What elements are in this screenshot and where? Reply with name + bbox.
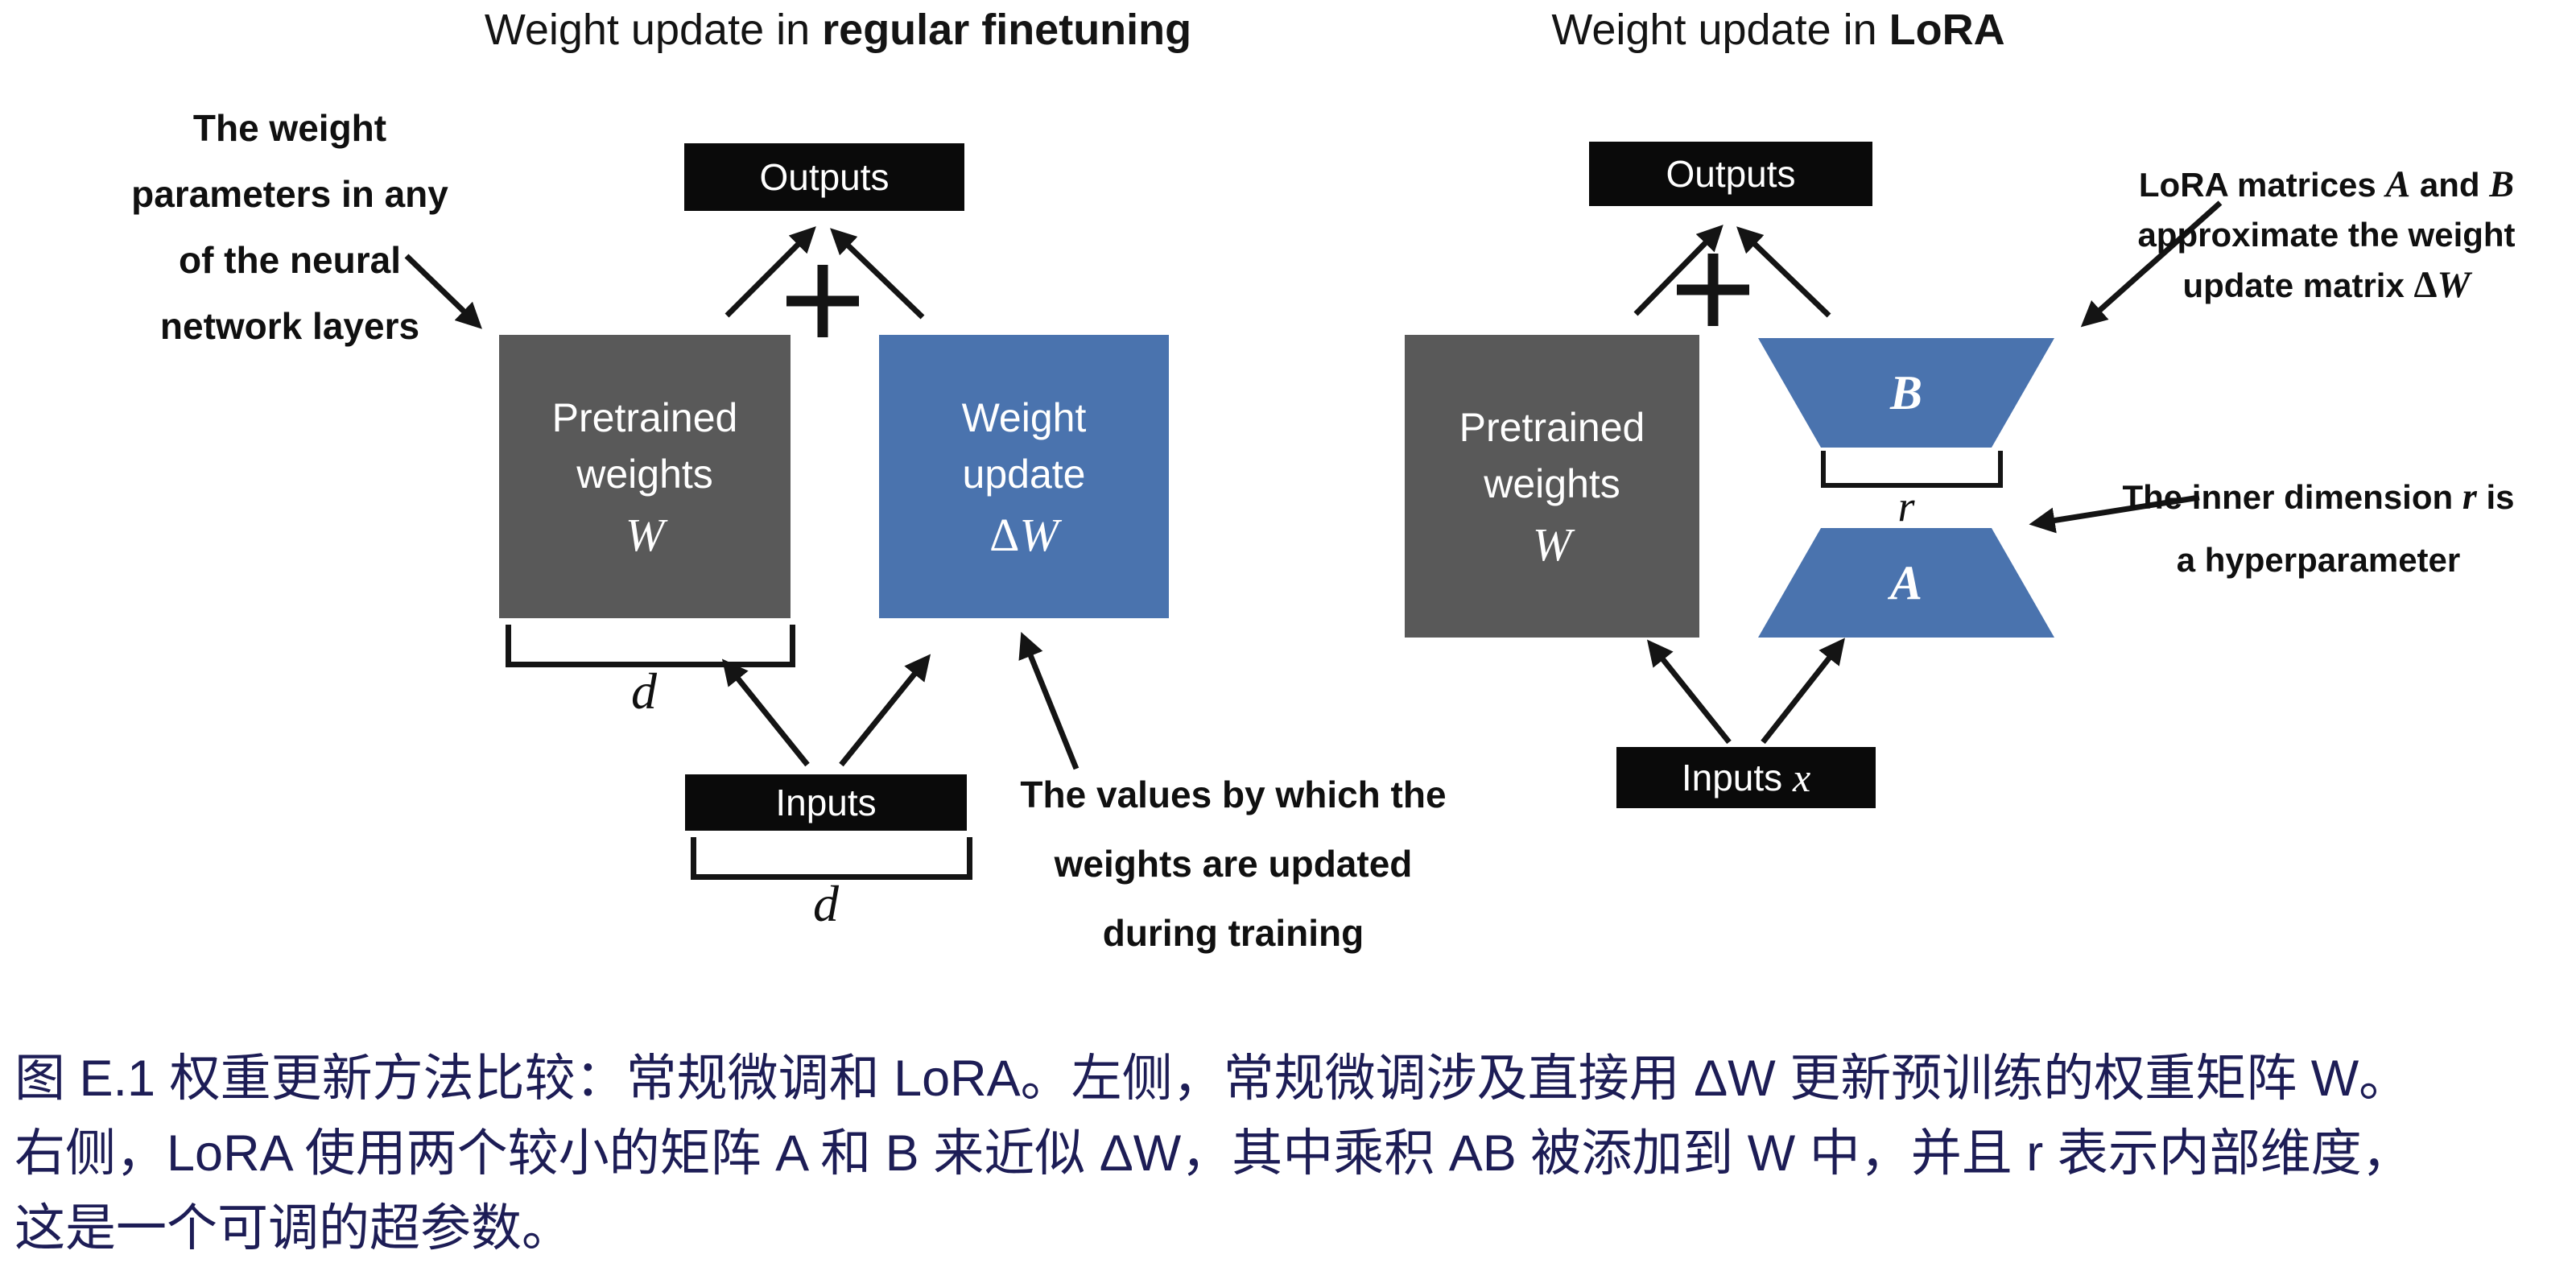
note-update-values-line: weights are updated <box>1054 843 1413 885</box>
symbol-w: W <box>1532 518 1572 571</box>
note-inner-dimension-line: a hyperparameter <box>2077 529 2560 592</box>
note-update-values-line: during training <box>1102 912 1364 954</box>
arrow-inputs-to-pretrained <box>721 658 810 767</box>
symbol-b: B <box>1889 365 1923 419</box>
dimension-bracket-inputs <box>691 837 972 880</box>
weight-update-box: Weight update ΔW <box>879 335 1169 618</box>
symbol-x: x <box>1792 755 1811 800</box>
dimension-label-d-inputs: d <box>813 875 839 932</box>
arrow-note-values <box>1018 632 1080 770</box>
pretrained-label-line: weights <box>576 452 713 497</box>
inputs-box-left: Inputs <box>685 774 967 831</box>
dimension-bracket-pretrained <box>506 625 795 667</box>
pretrained-label-line: Pretrained <box>551 395 738 440</box>
symbol-r: r <box>2462 476 2477 517</box>
inputs-label-left: Inputs <box>775 782 877 823</box>
figure-caption: 图 E.1 权重更新方法比较：常规微调和 LoRA。左侧，常规微调涉及直接用 Δ… <box>14 1042 2566 1266</box>
inputs-label-right: Inputs <box>1681 757 1793 799</box>
figure-caption-line: 图 E.1 权重更新方法比较：常规微调和 LoRA。左侧，常规微调涉及直接用 Δ… <box>14 1050 2410 1107</box>
outputs-label-right: Outputs <box>1666 153 1796 195</box>
note-weight-parameters: The weight parameters in any of the neur… <box>48 95 531 359</box>
symbol-a: A <box>1889 555 1923 609</box>
pretrained-weights-box-right: Pretrained weights W <box>1405 335 1699 638</box>
arrow-pretrained-to-outputs <box>724 226 816 318</box>
note-inner-dimension: The inner dimension r is a hyperparamete… <box>2077 465 2560 592</box>
note-lora-matrices: LoRA matrices A and B approximate the we… <box>2061 159 2576 311</box>
title-left-bold: regular finetuning <box>822 6 1192 54</box>
title-right-normal: Weight update in <box>1551 6 1889 54</box>
outputs-box-right: Outputs <box>1589 142 1872 206</box>
arrow-inputs-to-a <box>1761 638 1845 745</box>
symbol-delta-w: ΔW <box>989 507 1059 563</box>
note-text: LoRA matrices <box>2138 166 2386 204</box>
arrow-b-to-outputs-r <box>1736 226 1831 318</box>
pretrained-label-line: weights <box>1484 461 1620 506</box>
arrow-inputs-to-pretrained-r <box>1646 639 1732 745</box>
note-text: update matrix <box>2182 266 2414 304</box>
arrow-note-weights <box>404 254 482 329</box>
title-left: Weight update in regular finetuning <box>436 5 1241 55</box>
title-left-normal: Weight update in <box>484 6 823 54</box>
symbol-w: W <box>1019 509 1059 561</box>
figure-caption-line: 这是一个可调的超参数。 <box>14 1200 572 1257</box>
weight-update-label-line: update <box>962 452 1086 497</box>
note-inner-dimension-line: The inner dimension r is <box>2077 465 2560 529</box>
arrow-update-to-outputs <box>830 228 925 320</box>
plus-icon-right <box>1677 254 1749 326</box>
arrow-note-r <box>2029 494 2200 534</box>
symbol-delta: Δ <box>2413 264 2438 305</box>
note-weight-parameters-line: The weight <box>192 107 387 149</box>
rank-bracket <box>1821 451 2003 488</box>
symbol-w: W <box>625 509 665 561</box>
note-text: approximate the weight <box>2137 216 2516 254</box>
figure-caption-line: 右侧，LoRA 使用两个较小的矩阵 A 和 B 来近似 ΔW，其中乘积 AB 被… <box>14 1125 2413 1182</box>
dimension-label-d-pretrained: d <box>631 662 657 720</box>
note-lora-matrices-line: update matrix ΔW <box>2061 260 2576 311</box>
note-weight-parameters-line: of the neural <box>178 239 402 281</box>
title-right: Weight update in LoRA <box>1456 5 2100 55</box>
note-update-values: The values by which the weights are upda… <box>992 760 1475 968</box>
note-weight-parameters-line: network layers <box>159 305 420 347</box>
pretrained-weights-box-left: Pretrained weights W <box>499 335 791 618</box>
outputs-box-left: Outputs <box>684 143 964 211</box>
symbol-w: W <box>2437 264 2471 305</box>
arrow-note-ab <box>2080 200 2223 328</box>
inputs-box-right: Inputs x <box>1616 747 1876 808</box>
outputs-label-left: Outputs <box>759 156 890 198</box>
note-text: is <box>2476 478 2515 516</box>
arrow-inputs-to-update <box>839 654 931 767</box>
symbol-a: A <box>2385 163 2411 204</box>
note-text: and <box>2410 166 2490 204</box>
symbol-delta: Δ <box>989 509 1020 561</box>
rank-label-r: r <box>1897 482 1915 530</box>
note-text: The inner dimension <box>2122 478 2462 516</box>
note-weight-parameters-line: parameters in any <box>131 173 448 215</box>
note-update-values-line: The values by which the <box>1020 774 1447 815</box>
note-lora-matrices-line: approximate the weight <box>2061 210 2576 260</box>
plus-icon-left <box>786 265 859 337</box>
note-lora-matrices-line: LoRA matrices A and B <box>2061 159 2576 210</box>
weight-update-label-line: Weight <box>961 395 1087 440</box>
pretrained-label-line: Pretrained <box>1459 405 1645 450</box>
arrow-pretrained-to-outputs-r <box>1633 225 1724 316</box>
title-right-bold: LoRA <box>1889 6 2005 54</box>
symbol-b: B <box>2489 163 2515 204</box>
note-text: a hyperparameter <box>2176 541 2461 579</box>
